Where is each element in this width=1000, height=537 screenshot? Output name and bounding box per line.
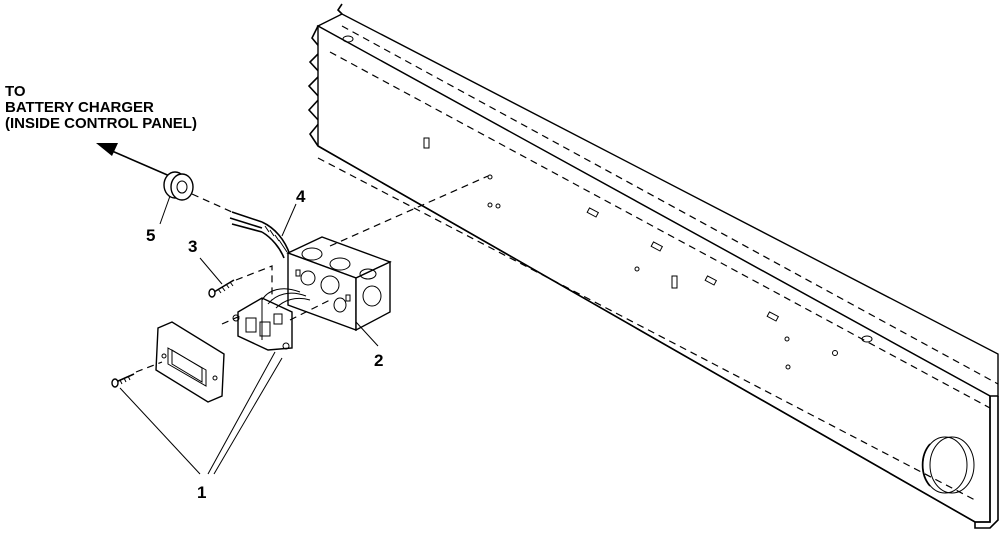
receptacle-box-line [289, 299, 331, 321]
box-screw [208, 279, 235, 298]
item-number-5: 5 [146, 226, 155, 245]
item-number-1: 1 [197, 483, 206, 502]
flex-conduit [229, 211, 291, 259]
control-panel-rail [307, 3, 999, 529]
box-mount-line [329, 175, 489, 247]
cover-screw-line [135, 361, 163, 373]
electrical-box [286, 236, 392, 332]
gfci-receptacle [232, 288, 311, 351]
rail-large-cutout [921, 436, 975, 494]
item-number-4: 4 [296, 187, 306, 206]
screw-alignment-line [235, 265, 273, 300]
item-numbers: 1 2 3 4 5 [146, 187, 383, 502]
grommet [163, 171, 194, 201]
direction-arrow [96, 143, 173, 178]
callout-line-2: BATTERY CHARGER [5, 99, 154, 116]
battery-charger-callout: TO BATTERY CHARGER (INSIDE CONTROL PANEL… [5, 83, 197, 132]
item-number-2: 2 [374, 351, 383, 370]
rail-hole [487, 174, 838, 370]
cover-screw [111, 373, 135, 388]
grommet-alignment-line [191, 193, 233, 213]
cover-plate [155, 321, 225, 403]
rail-slot [423, 137, 780, 322]
receptacle-alignment-line [221, 315, 241, 325]
callout-line-3: (INSIDE CONTROL PANEL) [5, 115, 197, 132]
callout-line-1: TO [5, 83, 26, 100]
item-number-3: 3 [188, 237, 197, 256]
leader-lines [119, 195, 379, 475]
